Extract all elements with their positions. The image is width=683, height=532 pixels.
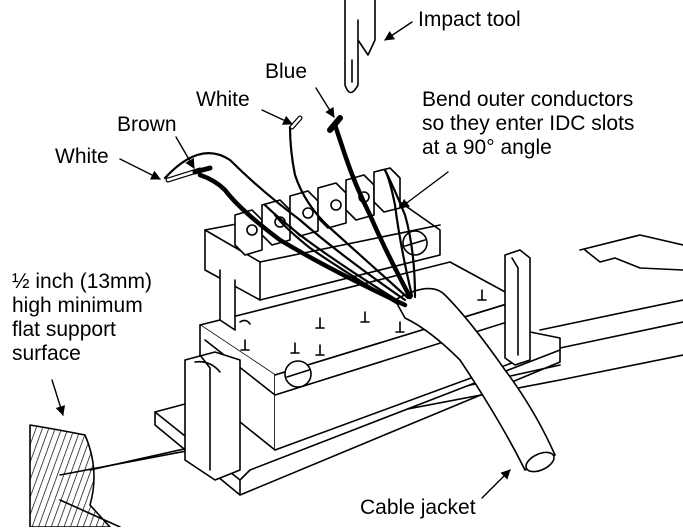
left-clip bbox=[184, 351, 241, 481]
leader-lines bbox=[51, 21, 511, 499]
bend-conductors-note: Bend outer conductors so they enter IDC … bbox=[422, 88, 634, 160]
wire-ends bbox=[165, 115, 343, 183]
cable-jacket-label: Cable jacket bbox=[360, 496, 476, 519]
conductors bbox=[163, 122, 417, 308]
right-clip bbox=[504, 249, 531, 366]
support-note-line-2: high minimum bbox=[12, 294, 143, 317]
blue-wire-label: Blue bbox=[265, 60, 308, 83]
impact-tool bbox=[344, 0, 376, 94]
impact-tool-label: Impact tool bbox=[418, 8, 521, 31]
support-surface-note: ½ inch (13mm) high minimum flat support … bbox=[12, 270, 152, 366]
bend-note-line-3: at a 90° angle bbox=[422, 136, 552, 159]
white-center-wire-label: White bbox=[196, 88, 250, 111]
brown-wire-label: Brown bbox=[117, 113, 177, 136]
cable-jacket bbox=[394, 287, 556, 473]
support-hatch bbox=[29, 424, 111, 528]
support-note-line-3: flat support bbox=[12, 318, 116, 341]
screw-bottom bbox=[284, 360, 312, 388]
bend-note-line-2: so they enter IDC slots bbox=[422, 112, 635, 135]
bend-note-line-1: Bend outer conductors bbox=[422, 88, 634, 111]
screw-top bbox=[402, 230, 428, 256]
white-left-wire-label: White bbox=[55, 145, 109, 168]
support-note-line-1: ½ inch (13mm) bbox=[12, 270, 153, 293]
support-note-line-4: surface bbox=[12, 342, 81, 365]
